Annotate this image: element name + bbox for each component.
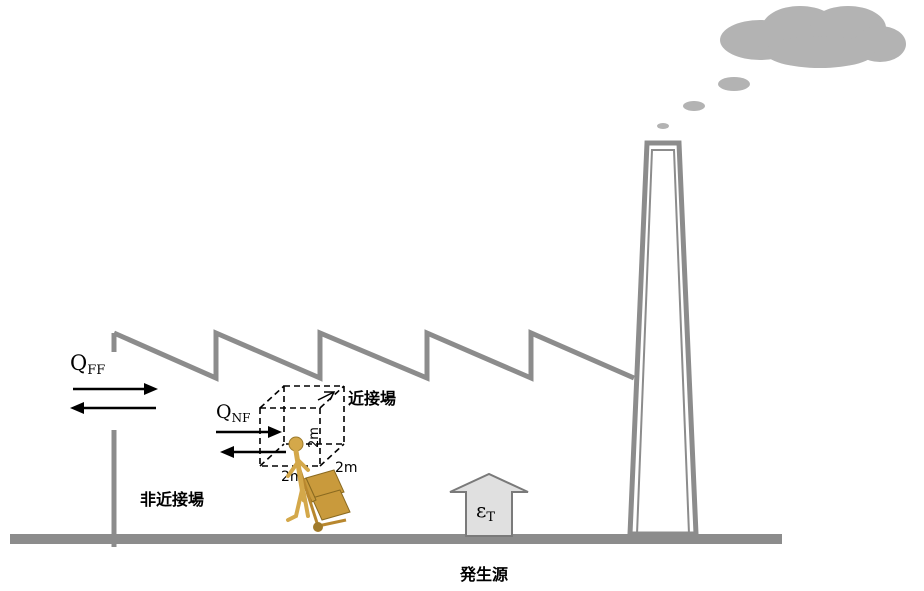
sawtooth-roof <box>112 329 636 382</box>
smoke-cloud-icon <box>657 6 906 129</box>
source-label: 発生源 <box>459 565 508 584</box>
q-ff-label: QFF <box>70 351 105 378</box>
q-nf-label: QNF <box>216 401 250 425</box>
q-ff-arrows <box>70 383 158 414</box>
near-field-label: 近接場 <box>348 389 396 408</box>
worker-with-hand-truck-icon <box>286 436 351 532</box>
epsilon-label: εT <box>476 498 495 525</box>
far-field-label: 非近接場 <box>140 490 204 509</box>
near-field-cube <box>259 385 345 467</box>
dim-width-label: 2m <box>335 460 358 476</box>
dim-vertical-label: 2m <box>307 427 322 448</box>
emission-arrow <box>449 472 529 537</box>
chimney-inner <box>635 149 691 535</box>
q-nf-arrows <box>216 426 286 458</box>
near-field-pointer <box>317 391 336 401</box>
